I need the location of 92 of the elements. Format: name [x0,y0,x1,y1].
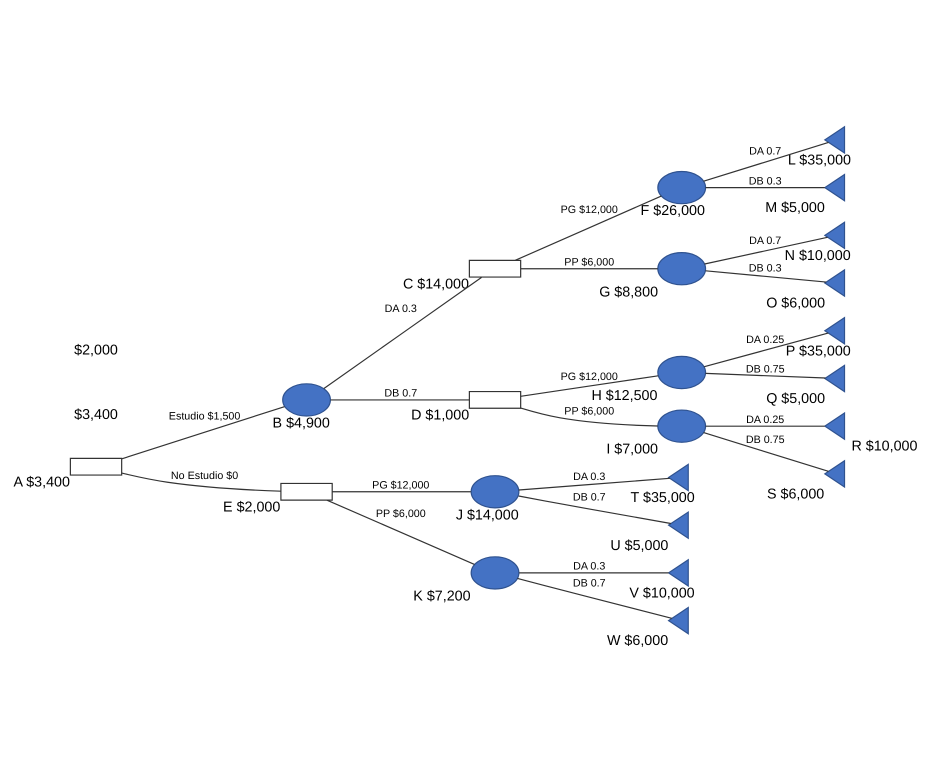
node-label: C $14,000 [402,276,469,293]
connector [703,142,829,182]
node-label: G $8,800 [599,284,658,300]
edge-label: PG $12,000 [372,479,430,492]
node-label: D $1,000 [411,408,470,424]
node-label: V $10,000 [629,585,695,602]
connector [706,372,826,379]
edge-label: PG $12,000 [560,370,618,383]
node-triangle [824,221,846,250]
label: $2,000 [74,342,118,359]
node-label: B $4,900 [272,415,330,432]
edge-label: DB 0.7 [384,388,418,400]
connector [324,276,482,389]
connector [520,268,658,270]
node-circle [470,556,520,590]
edge-label: DB 0.75 [746,364,785,376]
connector [122,406,285,460]
node-box [468,390,522,409]
node-label: R $10,000 [851,438,918,455]
edge-label: DA 0.7 [749,145,782,158]
node-label: L $35,000 [788,152,852,168]
node-box [70,458,122,476]
node-triangle [668,606,689,635]
connector [517,578,672,619]
node-label: U $5,000 [610,538,668,554]
edge-label: DA 0.3 [573,471,606,484]
connector [703,432,829,472]
edge-label: DA 0.25 [746,334,784,346]
node-label: W $6,000 [606,633,668,650]
connector [330,399,470,401]
connector [704,332,828,368]
connector [518,478,670,491]
node-triangle [668,463,689,492]
connector [518,495,671,524]
node-triangle [824,364,846,393]
node-triangle [824,460,846,488]
edge-label: No Estudio $0 [170,470,238,482]
node-triangle [824,126,846,154]
edge-label: DA 0.25 [746,414,784,426]
node-label: A $3,400 [14,474,70,491]
connector [515,196,662,261]
node-box [280,482,333,501]
node-label: S $6,000 [766,486,824,502]
edge-label: DA 0.3 [384,302,417,315]
connector [706,270,826,283]
edge-label: Estudio $1,500 [168,410,240,422]
node-box [468,260,522,278]
edge-label: DB 0.3 [748,175,782,188]
connector [704,236,828,265]
node-label: H $12,500 [591,388,658,404]
node-triangle [824,412,846,440]
node-circle [282,383,332,417]
edge-label: PG $12,000 [560,204,618,216]
connector [706,426,825,427]
edge-label: DB 0.75 [746,434,785,446]
node-circle [470,475,520,508]
node-label: F $26,000 [640,203,705,220]
node-label: I $7,000 [606,442,658,458]
label: $3,400 [74,407,118,424]
edge-label: DB 0.7 [572,491,606,504]
node-label: K $7,200 [413,588,471,604]
node-label: J $14,000 [456,507,519,524]
connector [326,500,475,565]
connector [520,408,658,427]
edge-label: DA 0.7 [749,234,782,247]
node-triangle [668,510,689,540]
node-circle [657,252,706,286]
connector [520,375,658,397]
edge-label: DA 0.3 [573,560,606,573]
node-label: N $10,000 [784,248,851,264]
node-triangle [824,173,846,202]
edge-label: PP $6,000 [564,256,614,268]
node-label: O $6,000 [766,296,826,312]
node-label: Q $5,000 [766,391,826,408]
node-label: M $5,000 [765,200,825,216]
edge-label: PP $6,000 [376,508,426,520]
connector [519,572,669,574]
node-triangle [824,316,846,345]
connector [332,491,471,492]
edge-label: DB 0.3 [748,262,782,274]
node-label: E $2,000 [223,500,280,516]
edge-label: PP $6,000 [564,405,614,418]
node-triangle [668,558,689,588]
node-label: T $35,000 [630,490,695,506]
connector [122,472,281,492]
connector [706,187,825,188]
node-label: P $35,000 [786,343,851,360]
node-circle [657,409,706,443]
node-circle [657,356,706,390]
node-triangle [824,268,846,298]
node-circle [657,170,706,204]
edge-label: DB 0.7 [572,577,606,590]
